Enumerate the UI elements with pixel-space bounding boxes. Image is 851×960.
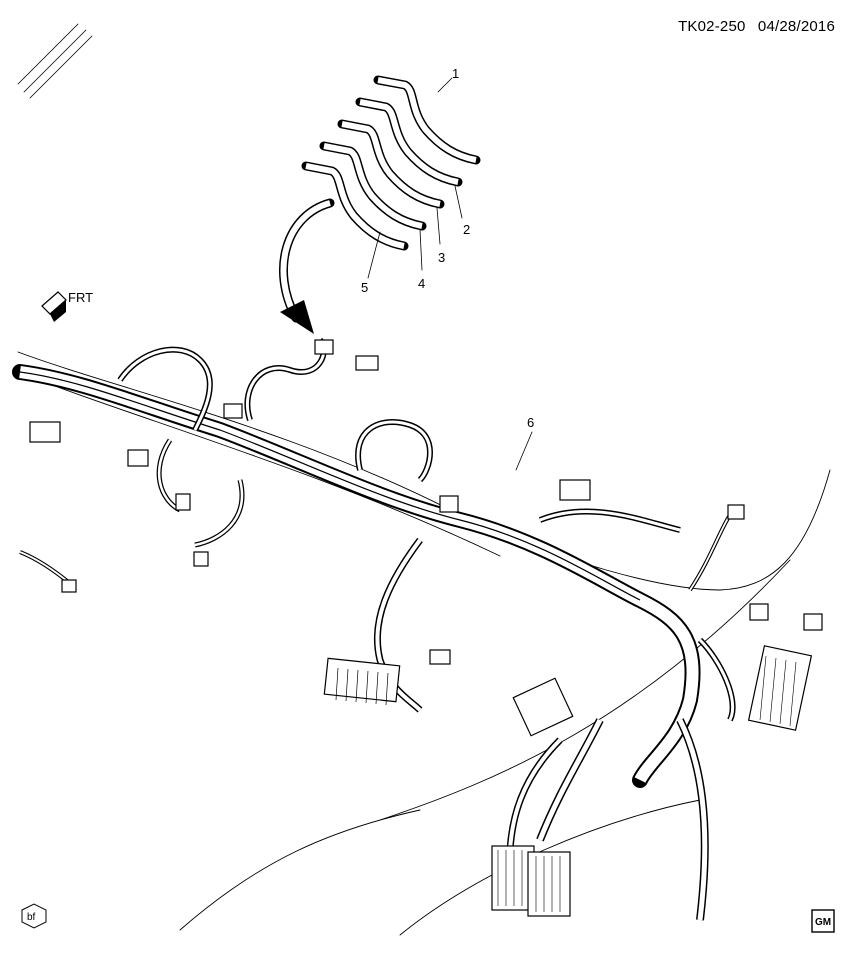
callout-1: 1 [452, 66, 459, 81]
multipin-connectors [323, 645, 813, 917]
bf-badge-label: bf [27, 912, 36, 923]
connector [355, 355, 379, 371]
gm-logo-icon: GM [811, 909, 835, 933]
callout-5: 5 [361, 280, 368, 295]
callout-6: 6 [527, 415, 534, 430]
illustration-date: 04/28/2016 [757, 18, 835, 35]
front-direction-indicator: FRT [41, 290, 93, 322]
gm-logo-label: GM [815, 917, 831, 928]
connector [223, 403, 243, 419]
header: TK02-250 04/28/2016 [670, 18, 835, 35]
conduit-set [301, 75, 533, 471]
connector [803, 613, 823, 631]
connector [175, 493, 191, 511]
connector [127, 449, 149, 467]
harness-branches [19, 337, 736, 921]
callout-2: 2 [463, 222, 470, 237]
connector [29, 421, 61, 443]
connector [61, 579, 77, 593]
connector [727, 504, 745, 520]
connector [512, 677, 574, 737]
connector [193, 551, 209, 567]
bf-badge: bf [21, 903, 47, 929]
connector [559, 479, 591, 501]
corner-hatch [17, 23, 93, 99]
callout-3: 3 [438, 250, 445, 265]
connector [429, 649, 451, 665]
callout-4: 4 [418, 276, 425, 291]
connectors [29, 339, 823, 737]
connector [314, 339, 334, 355]
connector [749, 603, 769, 621]
connector [439, 495, 459, 513]
curved-arrow-icon [279, 198, 335, 334]
front-label: FRT [68, 290, 93, 305]
wiring-harness-main [12, 364, 701, 788]
illustration-code: TK02-250 [678, 18, 746, 35]
